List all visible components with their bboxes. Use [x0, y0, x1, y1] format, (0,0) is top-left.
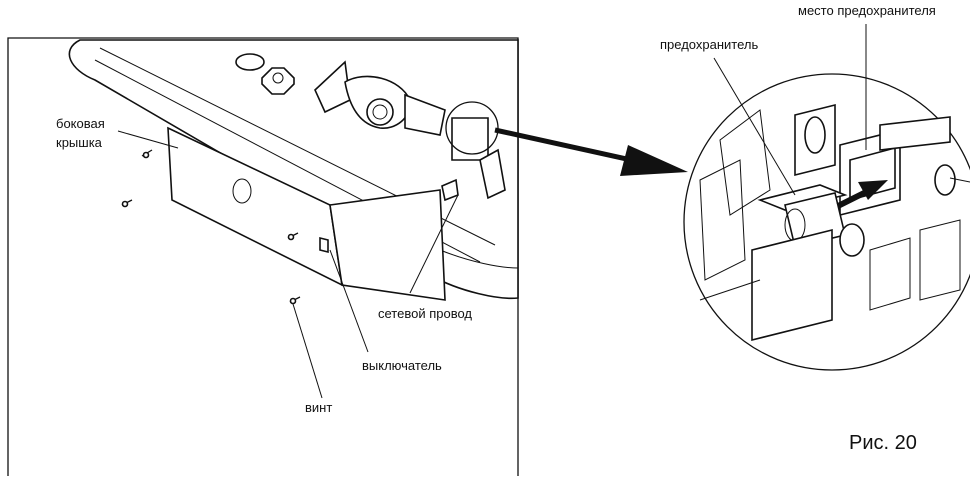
top-cap — [235, 53, 265, 71]
cord-bracket — [479, 148, 506, 200]
knob — [366, 98, 394, 126]
power-cord-label: сетевой провод — [378, 306, 472, 321]
leader-screw — [292, 303, 323, 399]
rocker-switch — [319, 236, 329, 254]
fuse-location-label: место предохранителя — [798, 3, 936, 18]
fuse-zoom-detail: предохранитель место предохранителя — [660, 3, 970, 371]
screw-label: винт — [305, 400, 332, 415]
screw-2 — [121, 199, 133, 208]
fuse-label: предохранитель — [660, 37, 758, 52]
heater-illustration: боковая крышка сетевой провод выключател… — [7, 37, 519, 476]
zoom-circle — [683, 73, 970, 371]
knob-center — [372, 104, 388, 120]
fuel-cap-center — [272, 72, 284, 84]
side-cover-label-line1: боковая — [56, 116, 105, 131]
side-cover-hole — [232, 178, 252, 204]
switch-label: выключатель — [362, 358, 442, 373]
leader-power-cord — [409, 194, 459, 294]
zoom-arrow — [494, 127, 688, 176]
figure-caption: Рис. 20 — [849, 432, 917, 454]
screw-4 — [289, 296, 301, 305]
screw-3 — [287, 232, 299, 241]
housing-curve — [439, 249, 519, 269]
control-panel-face — [329, 189, 446, 301]
leader-fuse — [713, 57, 796, 196]
leader-side-cover — [117, 130, 179, 149]
side-cover-label-line2: крышка — [56, 135, 103, 150]
screw-1 — [141, 149, 153, 159]
fuse-cap — [839, 223, 865, 257]
leader-switch — [329, 249, 369, 353]
fuel-cap — [261, 67, 295, 95]
lower-block — [751, 228, 833, 342]
control-block — [404, 93, 446, 136]
fuse-body — [757, 184, 848, 211]
fuse-area-highlight — [445, 101, 499, 155]
